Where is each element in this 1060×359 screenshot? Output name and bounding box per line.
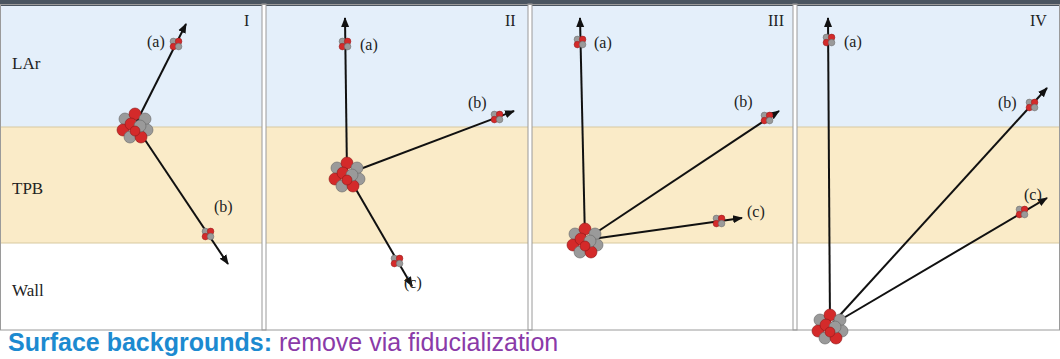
track-label: (b) (734, 93, 753, 111)
track-label: (a) (844, 33, 862, 51)
slide-heading: Surface backgrounds: remove via fiducial… (8, 328, 558, 357)
track-label: (b) (998, 94, 1017, 112)
track-label: (a) (147, 33, 165, 51)
track-label: (c) (747, 203, 765, 221)
layer-label: Wall (12, 281, 44, 301)
track-label: (a) (594, 34, 612, 52)
track-label: (a) (360, 36, 378, 54)
layer-label: TPB (12, 179, 43, 199)
panel-number: II (505, 12, 516, 30)
track-label: (c) (404, 274, 422, 292)
panel-number: III (768, 12, 784, 30)
track-label: (b) (214, 198, 233, 216)
panel-number: I (244, 12, 249, 30)
layer-label: LAr (12, 54, 40, 74)
panel-number: IV (1030, 12, 1047, 30)
heading-keyword: Surface backgrounds: (8, 328, 272, 356)
track-label: (c) (1024, 186, 1042, 204)
heading-text: remove via fiducialization (279, 328, 558, 356)
track-label: (b) (468, 94, 487, 112)
